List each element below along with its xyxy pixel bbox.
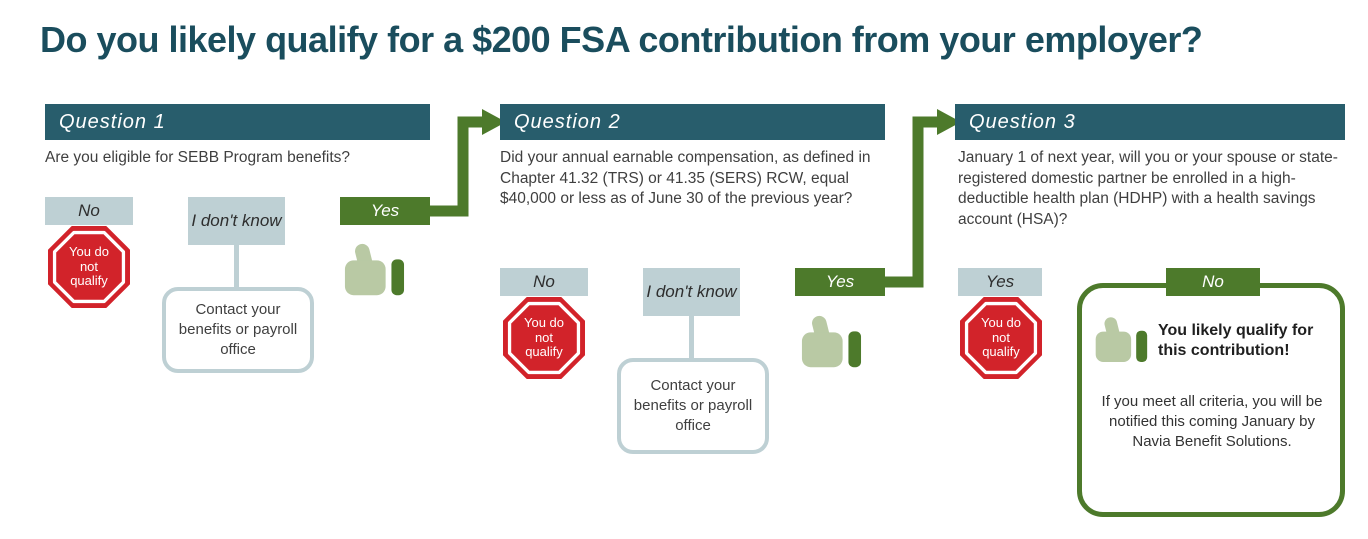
flow-arrow-right-icon-2 (881, 109, 961, 288)
stop-sign-octagon-icon (960, 297, 1042, 379)
q1-connector-line (234, 245, 239, 289)
question-3-header: Question 3 (955, 104, 1345, 140)
question-2-header: Question 2 (500, 104, 885, 140)
question-2-text: Did your annual earnable compensation, a… (500, 149, 871, 208)
result-title: You likely qualify for this contribution… (1158, 322, 1314, 360)
question-1-label: Question 1 (59, 111, 166, 133)
result-body: If you meet all criteria, you will be no… (1101, 393, 1323, 450)
q1-option-dont-know: I don't know (188, 197, 285, 245)
question-2-label: Question 2 (514, 111, 621, 133)
q2-option-no: No (500, 268, 588, 296)
question-3-text: January 1 of next year, will you or your… (958, 149, 1338, 228)
q2-stop-text: You do not qualify (523, 315, 564, 360)
q2-contact-box: Contact your benefits or payroll office (617, 358, 769, 454)
question-1-text: Are you eligible for SEBB Program benefi… (45, 149, 350, 166)
stop-sign-octagon-icon (48, 226, 130, 308)
q1-option-yes: Yes (340, 197, 430, 225)
page-title: Do you likely qualify for a $200 FSA con… (40, 19, 1203, 60)
flow-arrow-right-icon-1 (426, 109, 506, 217)
q1-contact-box: Contact your benefits or payroll office (162, 287, 314, 373)
result-box (1077, 283, 1345, 517)
q2-option-yes: Yes (795, 268, 885, 296)
q3-stop-sign: You do not qualify (960, 297, 1042, 379)
q3-option-no: No (1166, 268, 1260, 296)
q1-option-no: No (45, 197, 133, 225)
q1-stop-text: You do not qualify (68, 244, 109, 289)
q3-option-yes: Yes (958, 268, 1042, 296)
q2-option-dont-know: I don't know (643, 268, 740, 316)
question-3-label: Question 3 (969, 111, 1076, 133)
stop-sign-octagon-icon (503, 297, 585, 379)
thumbs-up-icon (344, 243, 405, 296)
q1-stop-sign: You do not qualify (48, 226, 130, 308)
thumbs-up-icon (1095, 317, 1148, 362)
question-1-header: Question 1 (45, 104, 430, 140)
q3-stop-text: You do not qualify (980, 315, 1021, 360)
q2-stop-sign: You do not qualify (503, 297, 585, 379)
thumbs-up-icon (801, 315, 862, 368)
q2-connector-line (689, 316, 694, 360)
